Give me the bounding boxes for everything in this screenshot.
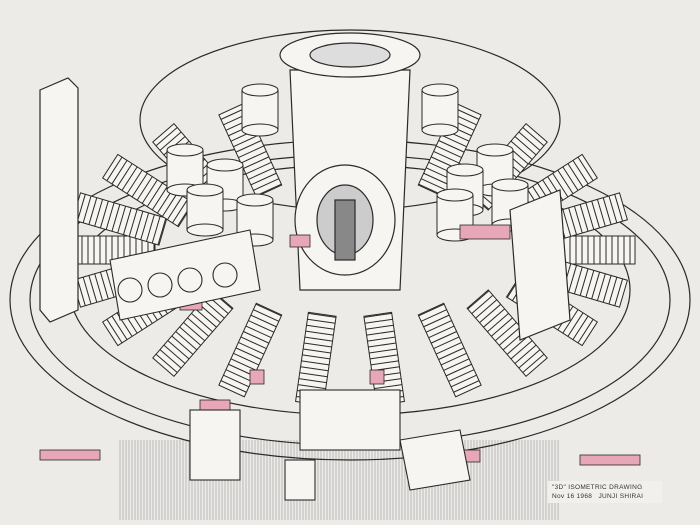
central-tower [279, 32, 421, 291]
cylinders [166, 83, 529, 247]
caption-date: Nov 16 1968 [552, 493, 593, 500]
caption-label: "3D" ISOMETRIC DRAWING Nov 16 1968 JUNJI… [548, 481, 662, 503]
caption-artist: JUNJI SHIRAI [598, 493, 644, 500]
left-tower [39, 77, 571, 341]
caption-title: "3D" ISOMETRIC DRAWING [552, 484, 643, 491]
front-blocks [109, 229, 471, 501]
